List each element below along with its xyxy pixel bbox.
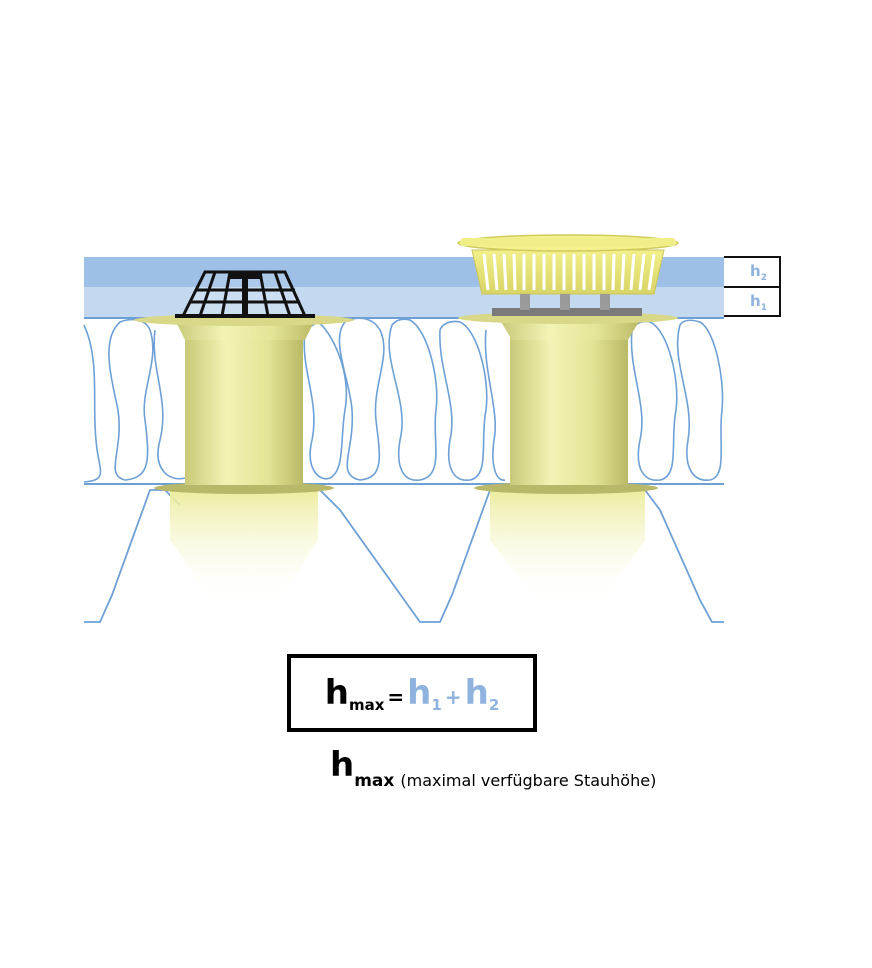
yellow-gravel-guard-icon [457, 234, 679, 310]
right-drain [458, 308, 678, 605]
legend-symbol: h [330, 745, 355, 785]
formula-equals: = [387, 685, 405, 709]
grid-drain-guard-icon [175, 270, 315, 318]
left-drain [134, 314, 354, 605]
formula-box: h max = h 1 + h 2 [287, 654, 537, 732]
formula-term2: h [464, 673, 489, 713]
formula: h max = h 1 + h 2 [324, 673, 500, 714]
legend-description: (maximal verfügbare Stauhöhe) [400, 771, 657, 790]
formula-lhs-sub: max [348, 696, 385, 714]
formula-lhs: h [324, 673, 349, 713]
formula-term1-sub: 1 [431, 696, 442, 714]
height-bracket [724, 256, 781, 317]
legend: h max (maximal verfügbare Stauhöhe) [330, 745, 656, 791]
formula-term2-sub: 2 [488, 696, 500, 714]
formula-plus: + [444, 685, 462, 709]
label-h2: h2 [750, 262, 767, 283]
formula-term1: h [407, 673, 432, 713]
legend-symbol-sub: max [354, 771, 395, 791]
label-h1: h1 [750, 292, 767, 313]
insulation-layer [83, 317, 724, 483]
